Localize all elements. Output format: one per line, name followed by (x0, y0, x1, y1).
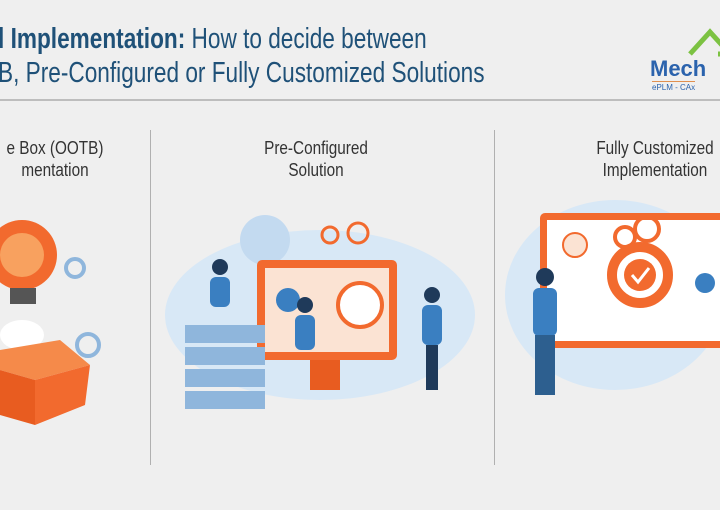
header-divider (0, 99, 720, 101)
column-divider (150, 130, 151, 465)
gear-icon (633, 215, 661, 243)
lightbulb-icon (562, 232, 588, 258)
title-line2: B, Pre-Configured or Fully Customized So… (0, 57, 485, 89)
column-divider (494, 130, 495, 465)
logo-word: Mech (650, 56, 707, 81)
person-icon (533, 268, 557, 395)
gear-icon (320, 225, 340, 245)
column-heading-ootb: e Box (OOTB) mentation (0, 137, 140, 181)
box-lid (0, 340, 90, 380)
company-logo: Mech ePLM - CAx (650, 28, 720, 98)
pie-chart-icon (695, 273, 715, 293)
column-heading-line1: Fully Customized (596, 138, 714, 158)
logo-triangle-icon (688, 28, 720, 57)
page-title: l Implementation: How to decide between … (0, 22, 485, 90)
column-heading-line2: Implementation (602, 160, 708, 180)
cloud-icon (240, 215, 290, 265)
column-heading-line2: mentation (21, 160, 89, 180)
gear-icon (64, 257, 86, 279)
cycle-arrow-icon (607, 242, 673, 308)
gear-icon (75, 332, 101, 358)
box-icon (35, 365, 90, 425)
bulb-base (10, 288, 36, 304)
ootb-illustration (0, 220, 101, 425)
column-heading-line2: Solution (288, 160, 344, 180)
column-heading-line1: Pre-Configured (264, 138, 368, 158)
column-heading-line1: e Box (OOTB) (6, 138, 104, 158)
title-bold: l Implementation: (0, 23, 186, 55)
person-icon (210, 259, 230, 307)
person-icon (422, 287, 442, 390)
custom-illustration (505, 200, 720, 395)
server-stack-icon (185, 325, 265, 409)
preconfigured-illustration (165, 215, 475, 409)
column-heading-custom: Fully Customized Implementation (570, 137, 720, 181)
gear-icon (346, 221, 370, 245)
title-rest: How to decide between (185, 23, 427, 55)
column-heading-preconfigured: Pre-Configured Solution (231, 137, 401, 181)
person-icon (295, 297, 315, 350)
check-icon (630, 267, 651, 285)
logo-tagline: ePLM - CAx (652, 81, 696, 92)
